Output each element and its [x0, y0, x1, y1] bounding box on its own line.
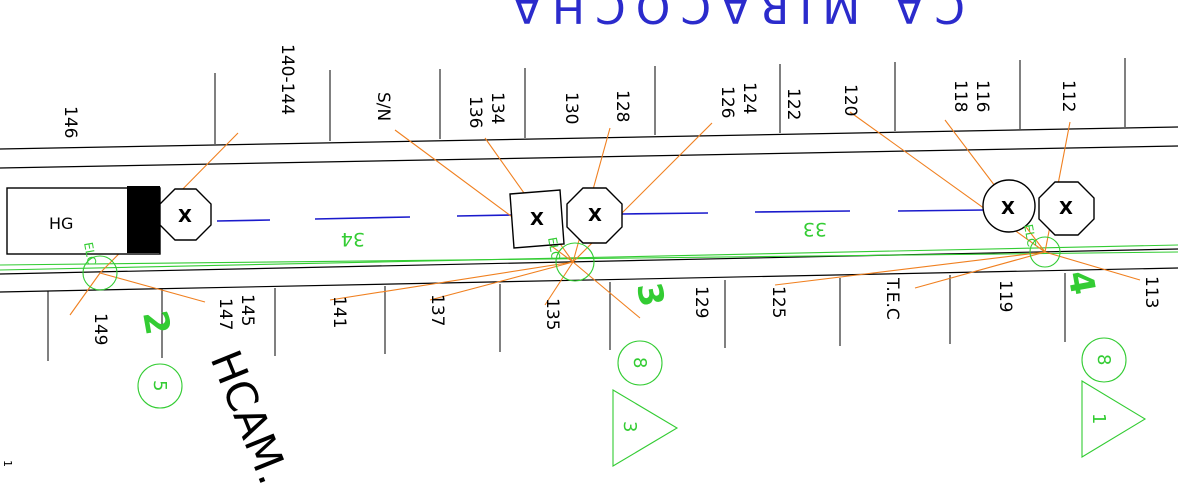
pole-type-label: ELC [545, 236, 563, 261]
fixture-octagon-3: X [1038, 181, 1095, 236]
centerline-dash [754, 210, 851, 213]
callout-number: 3 [619, 421, 640, 432]
service-line [544, 261, 574, 306]
lot-number: 134 [487, 92, 507, 124]
fixture-octagon-2: X [566, 187, 623, 244]
fixture-mark: X [178, 206, 192, 227]
service-line [572, 261, 641, 319]
pole-type-label: ELC [1021, 223, 1039, 248]
fixture-mark: X [588, 205, 602, 226]
callout-number: 1 [1088, 413, 1109, 424]
circle-fixture [982, 179, 1036, 233]
octagon-fixture [566, 187, 623, 244]
fixture-mark: X [530, 209, 544, 230]
fixture-octagon-1: X [159, 188, 212, 241]
street-axis-line [0, 244, 1178, 271]
service-line [69, 272, 101, 316]
cabinet-dark-panel [127, 186, 160, 253]
hg-cabinet: HG [6, 186, 161, 255]
octagon-fixture [159, 188, 212, 241]
pole-marker-2 [82, 255, 118, 291]
lot-number: 112 [1058, 80, 1078, 112]
lot-number: 136 [465, 96, 485, 128]
lot-number: T.E.C [882, 277, 902, 320]
pole-type-label: ELC [81, 241, 99, 266]
pole-marker-4 [1029, 236, 1061, 268]
service-line [1044, 251, 1141, 281]
lot-number: 147 [215, 298, 235, 330]
lot-number: 124 [739, 82, 759, 114]
centerline-dash [216, 219, 271, 222]
callout-triangle-3: 3 [612, 389, 679, 467]
callout-circle-8a: 8 [617, 340, 663, 386]
pole-number: 2 [134, 308, 178, 338]
lot-number: 118 [950, 80, 970, 112]
street-name: CA MIRACOCHA [502, 0, 965, 32]
north-curb-line [0, 145, 1178, 169]
north-lot-numbers: 146 140-144 S/N 136 134 130 128 126 124 … [60, 44, 1078, 138]
pole-number: 3 [628, 280, 672, 310]
centerline-dash [456, 214, 513, 217]
callout-triangle-1: 1 [1081, 380, 1147, 458]
lot-number: 120 [840, 84, 860, 116]
street-axis-line [0, 251, 1178, 266]
centerline-dash [897, 209, 986, 212]
fixture-mark: X [1059, 198, 1073, 219]
street-centerline [216, 209, 986, 222]
lot-number: 145 [237, 294, 257, 326]
callout-triangle [1081, 380, 1147, 458]
octagon-fixture [1038, 181, 1095, 236]
service-line [774, 251, 1046, 286]
lot-number: S/N [373, 92, 393, 121]
lot-number: 135 [542, 298, 562, 330]
fixture-mark: X [1001, 198, 1015, 219]
north-lot-dividers [214, 58, 1126, 144]
square-fixture [509, 189, 565, 249]
lot-number: 126 [717, 86, 737, 118]
callout-triangle [612, 389, 679, 467]
callout-circle-8b: 8 [1081, 337, 1127, 383]
lot-number: 141 [329, 296, 349, 328]
lot-number: 146 [60, 106, 80, 138]
edge-fragment: 1 [1, 460, 14, 467]
avenue-label: HCAM. [201, 343, 299, 490]
callout-number: 5 [149, 380, 170, 391]
lot-number: 119 [995, 280, 1015, 312]
lot-number: 116 [972, 80, 992, 112]
pole-marker-3 [555, 242, 595, 282]
south-lot-numbers: 149 147 145 141 137 135 129 125 T.E.C 11… [90, 276, 1161, 345]
fixture-square: X [509, 189, 565, 249]
service-line [914, 251, 1046, 289]
callout-number: 8 [1093, 354, 1114, 365]
callout-circle-5: 5 [137, 363, 183, 409]
callout-number: 8 [629, 357, 650, 368]
lot-number: 125 [768, 286, 788, 318]
lot-number: 113 [1141, 276, 1161, 308]
lot-number: 130 [561, 92, 581, 124]
segment-label: 33 [803, 218, 827, 240]
north-sidewalk-line [0, 126, 1178, 150]
centerline-dash [314, 216, 411, 220]
lot-number: 128 [612, 90, 632, 122]
fixture-circle: X [982, 179, 1036, 233]
centerline-dash [621, 212, 709, 215]
callout-circle [137, 363, 183, 409]
service-line [429, 261, 574, 301]
lot-number: 137 [427, 294, 447, 326]
cabinet-label: HG [49, 214, 73, 233]
service-line [329, 261, 574, 301]
service-line [99, 272, 206, 303]
callout-circle [617, 340, 663, 386]
south-sidewalk-line [0, 267, 1178, 293]
segment-label: 34 [341, 228, 365, 250]
lot-number: 140-144 [277, 44, 297, 115]
south-lot-dividers [47, 273, 1066, 361]
lot-number: 129 [691, 286, 711, 318]
south-curb-line [0, 248, 1178, 275]
lot-number: 149 [90, 313, 110, 345]
pole-number: 4 [1059, 268, 1103, 298]
lot-number: 122 [783, 88, 803, 120]
callout-circle [1081, 337, 1127, 383]
